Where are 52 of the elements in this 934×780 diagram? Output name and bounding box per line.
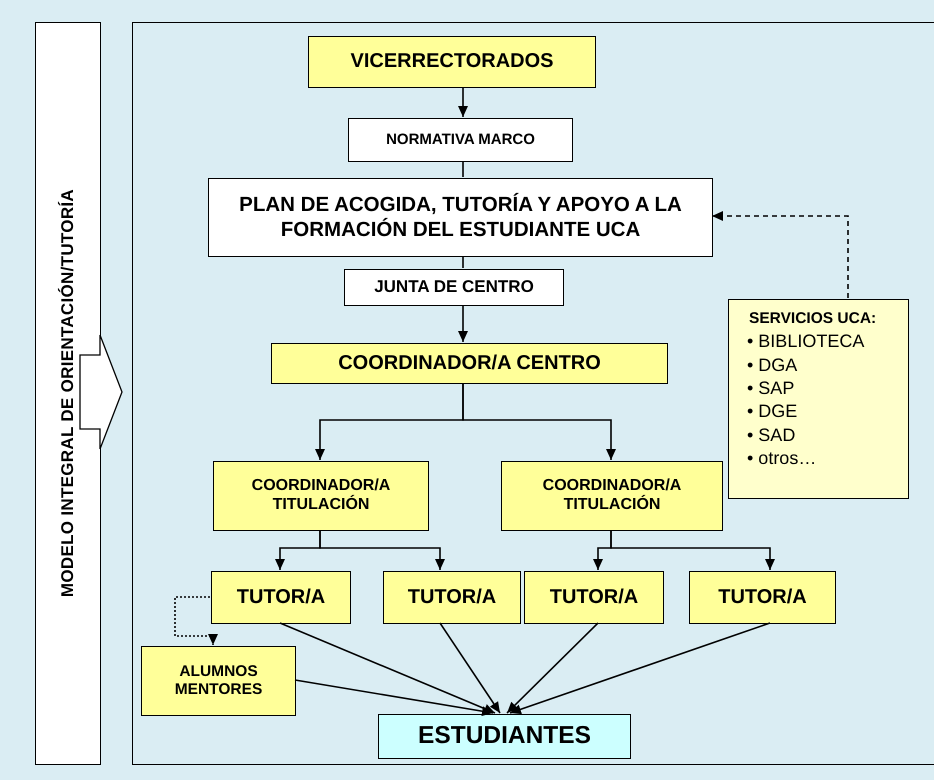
arrow [174,596,218,645]
arrow [712,211,849,298]
process-box [213,461,429,531]
list-item: • BIBLIOTECA [747,330,864,354]
connector-line [462,256,464,268]
box-label: NORMATIVA MARCO [386,131,535,149]
box-label: COORDINADOR/A CENTRO [338,352,601,376]
box-label: TUTOR/A [408,586,496,610]
arrow [319,530,445,570]
box-label: TUTOR/A [550,586,638,610]
process-box [344,269,564,306]
box-label: TUTOR/A [718,586,807,610]
arrow [610,530,775,570]
vertical-title: MODELO INTEGRAL DE ORIENTACIÓN/TUTORÍA [58,189,78,598]
box-label: ESTUDIANTES [418,722,591,751]
title-panel [35,22,101,765]
arrow [458,87,468,117]
arrow [439,622,501,714]
process-box [211,571,351,624]
process-box [524,571,664,624]
box-label: TUTOR/A [236,586,326,610]
list-item: • DGE [747,400,798,424]
list-item: • SAD [747,424,796,447]
arrow [462,383,616,460]
box-label: COORDINADOR/A TITULACIÓN [250,477,392,515]
list-item: • SAP [747,377,796,400]
box-label: COORDINADOR/A TITULACIÓN [542,477,682,515]
box-label: PLAN DE ACOGIDA, TUTORÍA Y APOYO A LA FORMACIÓN DEL ESTUDIANTE UCA [238,193,683,242]
arrow [294,679,494,716]
process-box [271,343,668,384]
process-box [141,646,296,716]
diagram-panel [132,22,934,765]
block-arrow [79,334,123,450]
process-box [378,714,631,759]
process-box [383,571,521,624]
note-box [728,299,909,499]
process-box [308,36,596,88]
arrow [458,305,468,342]
process-box [348,118,573,162]
process-box [501,461,723,531]
box-label: JUNTA DE CENTRO [374,277,534,298]
process-box [689,571,836,624]
arrow [510,622,770,714]
box-heading: SERVICIOS UCA: [749,310,876,328]
arrow [506,622,599,714]
list-item: • DGA [747,354,798,377]
process-box [208,178,713,257]
connector-line [462,161,464,177]
arrow [280,622,496,714]
box-label: VICERRECTORADOS [350,50,554,74]
box-label: ALUMNOS MENTORES [174,662,264,700]
list-item: • otros… [747,447,818,470]
